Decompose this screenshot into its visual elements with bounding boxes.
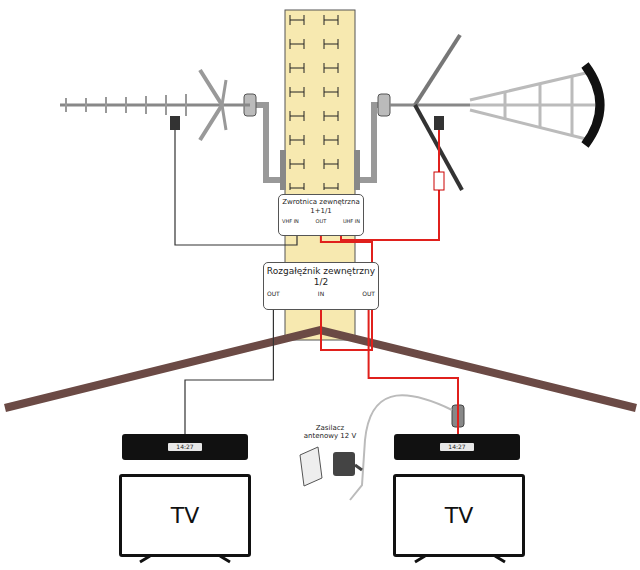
node-label: TV (445, 503, 474, 528)
port-label: IN (318, 290, 324, 298)
set-top-box: 14:27 (394, 434, 520, 460)
node-label: Rozgałęźnik zewnętrzny (264, 263, 378, 277)
port-row: OUT IN OUT (264, 290, 378, 298)
ratio-label: 1/2 (264, 277, 378, 288)
node-label: 14:27 (440, 443, 473, 451)
port-label: OUT (267, 290, 280, 298)
node-label: 14:27 (168, 443, 201, 451)
port-label: OUT (362, 290, 375, 298)
set-top-box: 14:27 (122, 434, 248, 460)
device-label: Zasilacz antenowy 12 V (300, 424, 360, 440)
coax-cable (185, 310, 273, 434)
ratio-label: 1+1/1 (279, 207, 363, 216)
coax-cable (369, 310, 458, 434)
node-label: TV (171, 503, 200, 528)
tv-screen: TV (393, 474, 525, 557)
port-label: OUT (316, 218, 327, 225)
port-label: VHF IN (282, 218, 299, 225)
splitter-box: Rozgałęźnik zewnętrzny1/2OUT IN OUT (263, 262, 379, 310)
diplexer-box: Zwrotnica zewnętrzna1+1/1VHF IN OUT UHF IN (278, 194, 364, 236)
port-label: UHF IN (343, 218, 360, 225)
tv-screen: TV (119, 474, 251, 557)
port-row: VHF IN OUT UHF IN (279, 218, 363, 225)
node-label: Zwrotnica zewnętrzna (279, 195, 363, 207)
